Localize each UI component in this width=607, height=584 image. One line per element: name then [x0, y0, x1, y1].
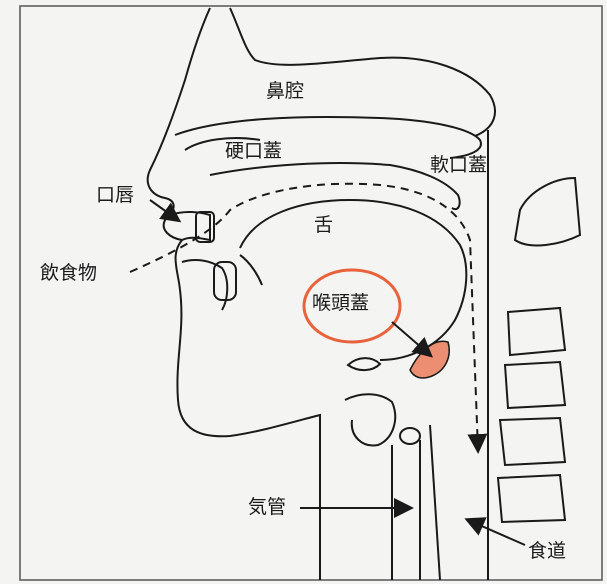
pharynx-front — [430, 425, 440, 580]
label-nasal-cavity: 鼻腔 — [266, 82, 304, 101]
upper-lip — [170, 212, 210, 240]
chin — [240, 255, 262, 285]
hard-palate-line — [210, 163, 460, 209]
label-lips: 口唇 — [96, 186, 134, 205]
hyoid — [348, 358, 380, 370]
larynx — [345, 394, 395, 445]
tongue-outline — [240, 200, 466, 360]
vertebrae — [498, 178, 580, 522]
label-hard-palate: 硬口蓋 — [225, 142, 282, 161]
label-esophagus: 食道 — [528, 542, 566, 561]
diagram-frame — [20, 6, 602, 580]
trachea-tube — [392, 440, 420, 580]
nasal-floor — [175, 117, 481, 158]
label-tongue: 舌 — [314, 216, 333, 235]
esophagus-arrow — [468, 520, 525, 545]
vocal-fold — [400, 428, 420, 444]
epiglottis-leader-arrow — [392, 322, 430, 355]
epiglottis-shape — [410, 341, 449, 378]
lower-teeth — [214, 262, 236, 300]
label-food-bolus: 飲食物 — [40, 264, 97, 283]
label-epiglottis: 喉頭蓋 — [312, 294, 369, 313]
lower-lip — [182, 260, 227, 310]
label-trachea: 気管 — [248, 498, 286, 517]
label-soft-palate: 軟口蓋 — [430, 156, 487, 175]
